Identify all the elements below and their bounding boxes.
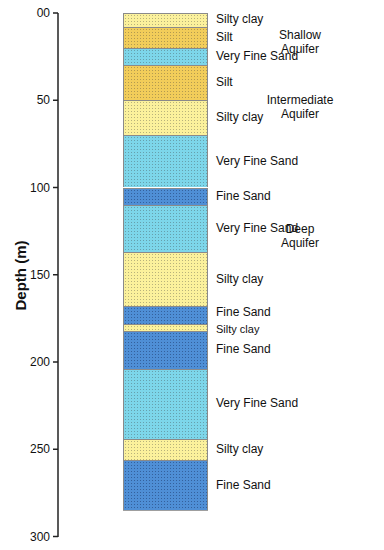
lithology-layer: Silty clay: [123, 324, 293, 331]
lithology-layer: Fine Sand: [123, 460, 293, 511]
layer-label: Silty clay: [216, 111, 263, 124]
lithology-layer: Very Fine Sand: [123, 205, 293, 252]
layer-label: Fine Sand: [216, 343, 271, 356]
lithology-layer: Silty clay: [123, 252, 293, 306]
lithology-layer: Fine Sand: [123, 331, 293, 369]
tick-mark: [53, 12, 58, 14]
lithology-layer: Fine Sand: [123, 306, 293, 323]
lithology-layer: Silty clay: [123, 13, 293, 27]
layer-band: [123, 27, 208, 48]
layer-band: [123, 369, 208, 439]
lithology-layer: Silt: [123, 27, 293, 48]
tick-mark: [53, 449, 58, 451]
lithology-layer: Silty clay: [123, 439, 293, 460]
tick-mark: [53, 361, 58, 363]
tick-mark: [53, 536, 58, 538]
tick-mark: [53, 100, 58, 102]
tick-mark: [53, 187, 58, 189]
layer-label: Silty clay: [216, 443, 263, 456]
aquifer-label: Intermediate Aquifer: [260, 93, 340, 121]
tick-label: 200: [30, 355, 50, 369]
aquifer-label: Deep Aquifer: [270, 222, 330, 250]
layer-label: Very Fine Sand: [216, 155, 298, 168]
layer-band: [123, 439, 208, 460]
layer-band: [123, 205, 208, 252]
layer-label: Silt: [216, 76, 233, 89]
layer-label: Silty clay: [216, 273, 263, 286]
layer-band: [123, 252, 208, 306]
lithology-layer: Very Fine Sand: [123, 48, 293, 65]
layer-label: Very Fine Sand: [216, 397, 298, 410]
layer-band: [123, 460, 208, 511]
layer-band: [123, 65, 208, 100]
layer-label: Fine Sand: [216, 306, 271, 319]
layer-label: Fine Sand: [216, 479, 271, 492]
tick-label: 150: [30, 268, 50, 282]
aquifer-label: Shallow Aquifer: [265, 28, 335, 56]
layer-label: Silty clay: [216, 13, 263, 26]
layer-band: [123, 188, 208, 205]
layer-band: [123, 48, 208, 65]
lithology-layer: Very Fine Sand: [123, 135, 293, 187]
tick-label: 50: [37, 93, 50, 107]
tick-label: 100: [30, 181, 50, 195]
axis-ticks: [53, 13, 58, 537]
lithology-layer: Fine Sand: [123, 188, 293, 205]
tick-label: 300: [30, 530, 50, 544]
layer-band: [123, 100, 208, 135]
layer-band: [123, 13, 208, 27]
tick-mark: [53, 274, 58, 276]
tick-label: 00: [37, 6, 50, 20]
layer-label: Silty clay: [216, 323, 259, 336]
axis-title: Depth (m): [12, 240, 29, 310]
layer-label: Silt: [216, 31, 233, 44]
layer-label: Fine Sand: [216, 190, 271, 203]
layer-band: [123, 306, 208, 323]
tick-label: 250: [30, 442, 50, 456]
layer-band: [123, 331, 208, 369]
layer-band: [123, 135, 208, 187]
layer-band: [123, 324, 208, 331]
lithology-layer: Very Fine Sand: [123, 369, 293, 439]
